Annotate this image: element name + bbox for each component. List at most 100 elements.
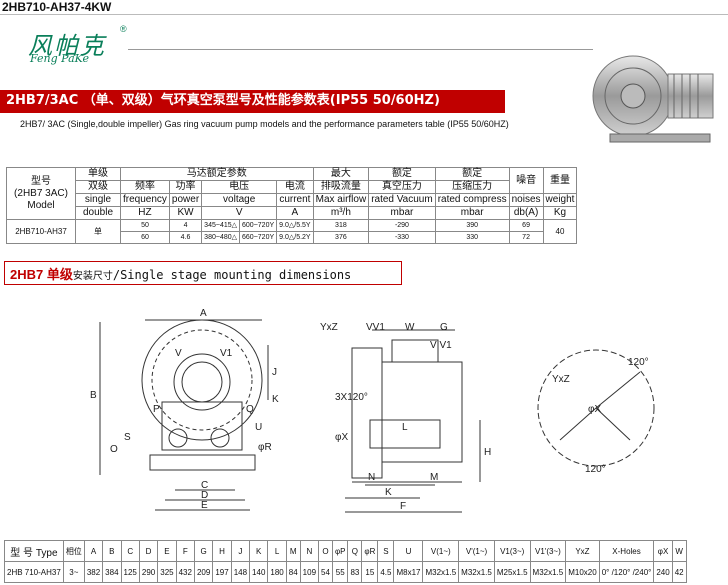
port-q-label: Q <box>246 404 254 415</box>
row-airflow-60: 376 <box>312 231 370 244</box>
document-title: 2HB710-AH37-4KW <box>2 0 112 14</box>
dims-value-cell: 84 <box>285 561 301 583</box>
voltage-cn: 电压 <box>201 180 278 194</box>
section-title-bold: 2HB7 单级 <box>10 267 73 282</box>
row-noise-50: 69 <box>508 219 544 232</box>
dims-header-cell: M <box>285 540 301 562</box>
power-en: power <box>168 193 203 207</box>
dims-header-cell: U <box>393 540 424 562</box>
dim-s-label: S <box>124 432 131 443</box>
dims-header-cell: K <box>249 540 269 562</box>
logo-chinese: 风帕克 <box>28 32 106 60</box>
side-n-label: N <box>368 472 375 483</box>
section-dimensions-title: 2HB7 单级安装尺寸/Single stage mounting dimens… <box>10 264 351 283</box>
dims-value-cell: 140 <box>249 561 269 583</box>
row-vacuum-60: -330 <box>368 231 436 244</box>
front-port-q <box>210 428 230 448</box>
logo-divider <box>128 49 593 50</box>
dims-value-cell: 109 <box>299 561 320 583</box>
dims-value-cell: 384 <box>102 561 122 583</box>
row-airflow-50: 318 <box>312 219 370 232</box>
flange-ray-2 <box>559 407 597 441</box>
row-current-50: 9.0△/5.5Y <box>276 219 314 232</box>
dims-header-cell: φR <box>361 540 379 562</box>
logo-registered-mark: ® <box>120 24 127 34</box>
dims-value-cell: 432 <box>175 561 195 583</box>
front-hub-outer <box>173 353 231 411</box>
dims-header-cell: L <box>267 540 287 562</box>
dim-d-label: D <box>201 490 208 501</box>
front-port-block <box>161 401 243 451</box>
dims-header-cell: V(1~) <box>422 540 460 562</box>
current-en: current <box>276 193 314 207</box>
port-p-label: P <box>153 404 160 415</box>
dims-value-cell: M32x1.5 <box>422 561 460 583</box>
row-voltage-b-50: 600~720Y <box>239 219 278 232</box>
dims-value-cell: 3~ <box>62 561 85 583</box>
dims-header-cell: Q <box>347 540 363 562</box>
dims-value-cell: 83 <box>347 561 363 583</box>
dim-c-label: C <box>201 480 208 491</box>
compress-en: rated compress <box>434 193 510 207</box>
side-port <box>369 419 441 449</box>
dims-value-cell: 382 <box>83 561 104 583</box>
side-phix-label: φX <box>335 432 348 443</box>
row-freq-60: 60 <box>120 231 170 244</box>
side-l-label: L <box>402 422 408 433</box>
side-h-label: H <box>484 447 491 458</box>
side-terminal-box <box>391 339 439 363</box>
dim-v-label: V <box>175 348 182 359</box>
side-f-label: F <box>400 501 406 512</box>
dims-header-cell: X-Holes <box>598 540 655 562</box>
dims-value-cell: 125 <box>120 561 140 583</box>
dim-a-label: A <box>200 308 207 319</box>
flange-ray-3 <box>595 407 631 441</box>
current-unit: A <box>276 206 314 220</box>
front-base <box>149 454 256 471</box>
vacuum-unit: mbar <box>368 206 436 220</box>
voltage-en: voltage <box>201 193 278 207</box>
dims-value-cell: 54 <box>318 561 333 583</box>
airflow-unit: m³/h <box>312 206 370 220</box>
row-voltage-b-60: 660~720Y <box>239 231 278 244</box>
dim-k-label: K <box>272 394 279 405</box>
row-voltage-a-60: 380~480△ <box>201 231 241 244</box>
dims-value-cell: 180 <box>267 561 287 583</box>
front-port-p <box>168 428 188 448</box>
banner-underline <box>0 111 505 113</box>
flange-phix-label: φX <box>588 404 601 415</box>
section-title-en: /Single stage mounting dimensions <box>112 268 352 282</box>
side-vv1-label: VV1 <box>366 322 385 333</box>
dim-e-label: E <box>201 500 208 511</box>
dims-value-cell: 0° /120° /240° <box>598 561 655 583</box>
dims-value-cell: 15 <box>361 561 379 583</box>
title-divider <box>0 14 728 15</box>
dims-value-cell: 240 <box>653 561 673 583</box>
stage-double-cn: 双级 <box>75 180 121 194</box>
dims-header-cell: W <box>671 540 687 562</box>
dims-header-cell: YxZ <box>565 540 600 562</box>
side-g-label: G <box>440 322 448 333</box>
side-k-label: K <box>385 487 392 498</box>
airflow-cn: 排吸流量 <box>312 180 370 194</box>
dims-header-cell: F <box>175 540 195 562</box>
motor-group-header: 马达额定参数 <box>120 167 314 181</box>
flange-angle-2: 120° <box>585 464 606 475</box>
dims-header-cell: φX <box>653 540 673 562</box>
voltage-unit: V <box>201 206 278 220</box>
banner-english: 2HB7/ 3AC (Single,double impeller) Gas r… <box>20 119 509 129</box>
front-housing-dash <box>151 329 253 431</box>
row-compress-60: 330 <box>434 231 510 244</box>
dims-value-cell: 209 <box>193 561 214 583</box>
dims-header-cell: V1'(3~) <box>529 540 567 562</box>
row-freq-50: 50 <box>120 219 170 232</box>
row-power-50: 4 <box>168 219 203 232</box>
front-hub-inner <box>181 361 223 403</box>
compress-cn: 压缩压力 <box>434 180 510 194</box>
current-cn: 电流 <box>276 180 314 194</box>
flange-ray-1 <box>595 371 641 409</box>
power-unit: KW <box>168 206 203 220</box>
section-title-small: 安装尺寸 <box>72 271 113 282</box>
side-m-label: M <box>430 472 438 483</box>
